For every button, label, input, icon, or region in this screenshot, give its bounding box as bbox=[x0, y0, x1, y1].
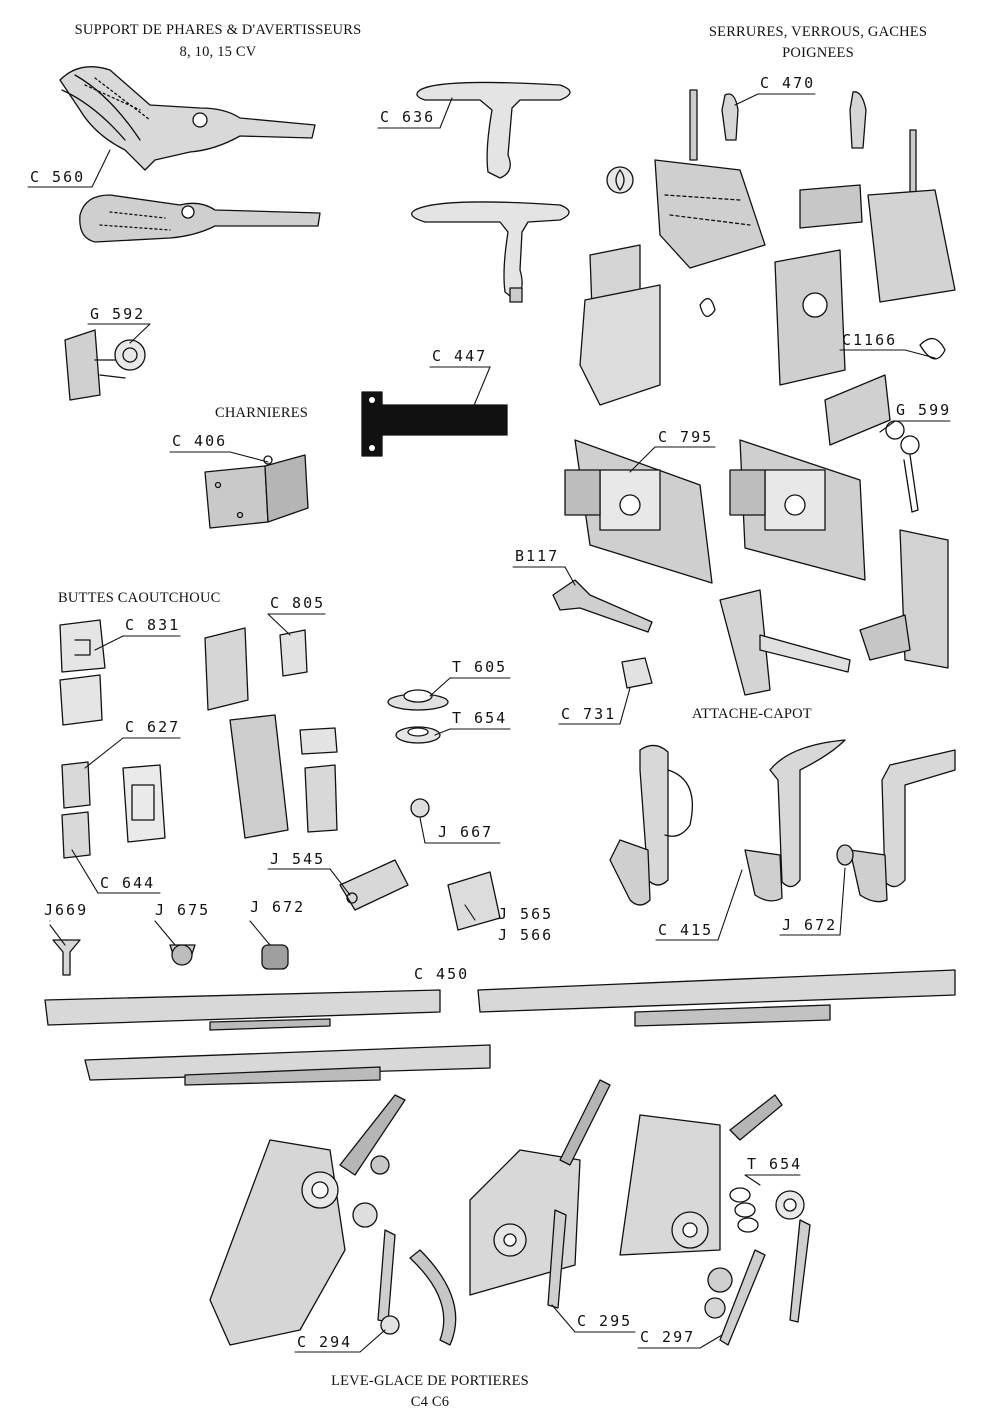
door-handle-drawing bbox=[411, 81, 571, 303]
ref-j565: J 565 bbox=[498, 905, 554, 923]
hinge-bracket-drawing bbox=[204, 454, 309, 529]
ref-t654-upper: T 654 bbox=[452, 709, 508, 727]
ref-j545: J 545 bbox=[270, 850, 326, 868]
ref-c470: C 470 bbox=[760, 74, 816, 92]
heading-buttes: BUTTES CAOUTCHOUC bbox=[58, 590, 221, 606]
ref-j566: J 566 bbox=[498, 926, 554, 944]
ref-c297: C 297 bbox=[640, 1328, 696, 1346]
leader-lines bbox=[27, 93, 951, 1353]
ref-c294: C 294 bbox=[297, 1333, 353, 1351]
ref-c1166: C1166 bbox=[842, 331, 898, 349]
ref-c447: C 447 bbox=[432, 347, 488, 365]
heading-attache-capot: ATTACHE-CAPOT bbox=[692, 706, 812, 722]
small-clips-drawing bbox=[410, 657, 653, 818]
ref-c295: C 295 bbox=[577, 1312, 633, 1330]
ref-c450: C 450 bbox=[414, 965, 470, 983]
heading-leve-glace-models: C4 C6 bbox=[410, 1394, 450, 1410]
grommets-drawing bbox=[387, 689, 449, 744]
ref-g599: G 599 bbox=[896, 401, 952, 419]
heading-leve-glace: LEVE-GLACE DE PORTIERES bbox=[331, 1373, 529, 1389]
ref-c644: C 644 bbox=[100, 874, 156, 892]
ref-c731: C 731 bbox=[561, 705, 617, 723]
ref-c415: C 415 bbox=[658, 921, 714, 939]
ref-j672-right: J 672 bbox=[782, 916, 838, 934]
window-regulators-drawing bbox=[209, 1079, 811, 1346]
fasteners-drawing bbox=[52, 939, 289, 976]
heading-charnieres: CHARNIERES bbox=[215, 405, 309, 421]
window-channels-drawing bbox=[44, 969, 956, 1086]
latch-g592-drawing bbox=[64, 329, 146, 401]
ref-t654-lower: T 654 bbox=[747, 1155, 803, 1173]
ref-c406: C 406 bbox=[172, 432, 228, 450]
heading-support: SUPPORT DE PHARES & D'AVERTISSEURS bbox=[74, 22, 362, 38]
headlamp-bracket-drawing bbox=[59, 66, 321, 243]
ref-j669: J669 bbox=[44, 901, 89, 919]
hinge-bar-drawing bbox=[361, 391, 508, 457]
ref-j667: J 667 bbox=[438, 823, 494, 841]
lock-mechanisms-drawing bbox=[579, 89, 956, 513]
ref-j672-left: J 672 bbox=[250, 898, 306, 916]
ref-c805: C 805 bbox=[270, 594, 326, 612]
ref-c831: C 831 bbox=[125, 616, 181, 634]
ref-g592: G 592 bbox=[90, 305, 146, 323]
catch-plates-drawing bbox=[339, 859, 501, 931]
heading-support-subtitle: 8, 10, 15 CV bbox=[179, 44, 257, 60]
heading-poignees: POIGNEES bbox=[782, 45, 854, 61]
hood-clamps-drawing bbox=[609, 739, 956, 906]
ref-c560: C 560 bbox=[30, 168, 86, 186]
lever-b117-drawing bbox=[552, 579, 851, 696]
ref-c636: C 636 bbox=[380, 108, 436, 126]
ref-c795: C 795 bbox=[658, 428, 714, 446]
ref-t605: T 605 bbox=[452, 658, 508, 676]
ref-c627: C 627 bbox=[125, 718, 181, 736]
rubber-bumpers-drawing bbox=[59, 619, 338, 859]
door-lock-plates-drawing bbox=[564, 439, 949, 669]
heading-serrures: SERRURES, VERROUS, GACHES bbox=[708, 24, 928, 40]
ref-j675: J 675 bbox=[155, 901, 211, 919]
ref-b117: B117 bbox=[515, 547, 560, 565]
